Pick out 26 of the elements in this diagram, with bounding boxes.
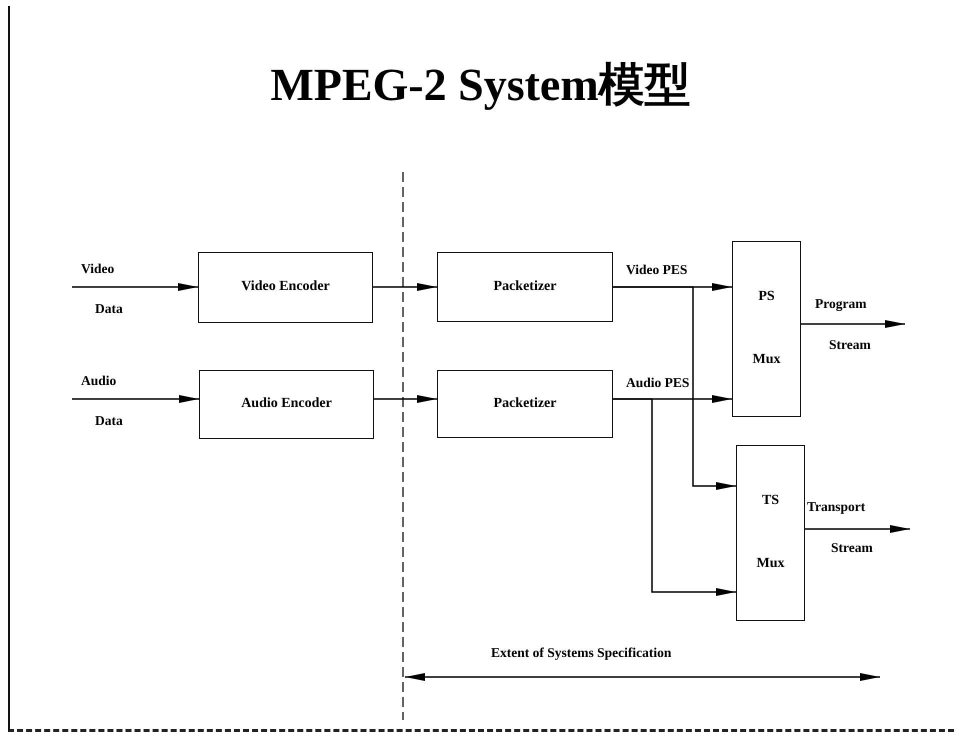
- box-label: Audio Encoder: [241, 395, 332, 414]
- edge-label: Program: [814, 297, 868, 312]
- box-label: Packetizer: [494, 394, 556, 413]
- process-box: [437, 370, 613, 438]
- diagram-title: MPEG-2 System模型: [269, 62, 692, 108]
- box-label: Mux: [756, 555, 784, 574]
- box-label: TS: [762, 492, 780, 510]
- multiplexer-box: [736, 445, 805, 621]
- box-label: Mux: [752, 351, 780, 370]
- arrow: [72, 283, 198, 291]
- process-box: [199, 370, 374, 439]
- arrow: [373, 283, 437, 291]
- process-box: [437, 252, 613, 322]
- box-label: PS: [758, 288, 775, 306]
- box-label: Video Encoder: [241, 278, 330, 296]
- arrow: [613, 286, 736, 490]
- arrow: [374, 395, 437, 403]
- process-box: [198, 252, 373, 323]
- dimension-label: Extent of Systems Specification: [490, 646, 672, 661]
- box-label: Packetizer: [494, 278, 556, 296]
- arrow: [805, 525, 910, 533]
- arrow: [613, 398, 736, 596]
- arrow: [801, 320, 905, 328]
- multiplexer-box: [732, 241, 801, 417]
- edge-label: Transport: [806, 500, 866, 515]
- arrow: [72, 395, 199, 403]
